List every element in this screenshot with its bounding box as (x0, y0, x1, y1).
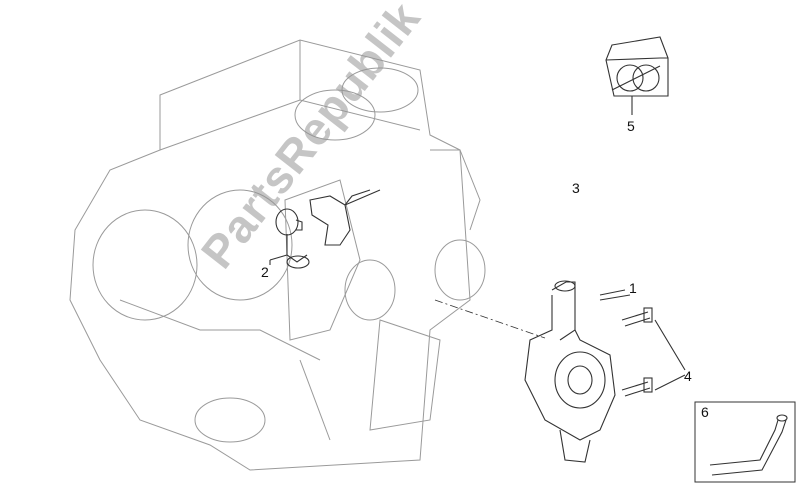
callout-6: 6 (701, 404, 709, 420)
engine-block (69, 39, 486, 471)
pipe-inset (694, 401, 796, 483)
alignment-line (434, 299, 546, 339)
callout-2: 2 (261, 264, 269, 280)
screws-drawing (621, 307, 686, 397)
water-pump-drawing (524, 280, 626, 463)
callout-4: 4 (684, 368, 692, 384)
gasket-kit-drawing (605, 36, 669, 115)
clamps-elbow-drawing (269, 189, 371, 269)
callout-5: 5 (627, 118, 635, 134)
callout-1: 1 (629, 280, 637, 296)
callout-3: 3 (572, 180, 580, 196)
